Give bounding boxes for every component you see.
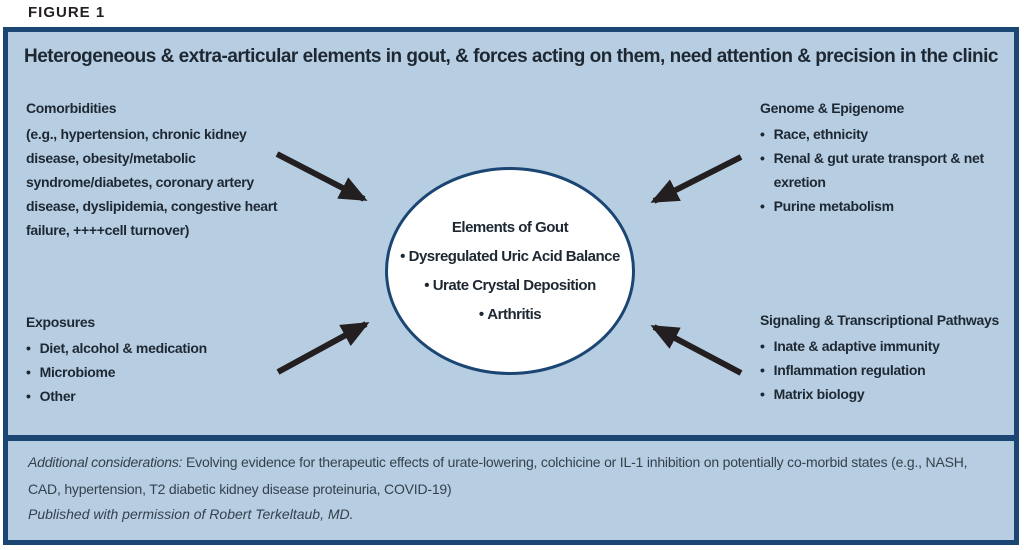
list-item: • Renal & gut urate transport & net exre… <box>760 146 1012 194</box>
list-item: • Inate & adaptive immunity <box>760 334 1014 358</box>
comorbidities-block: Comorbidities (e.g., hypertension, chron… <box>26 96 280 242</box>
permission-note: Published with permission of Robert Terk… <box>28 506 354 522</box>
ellipse-bullet: • Urate Crystal Deposition <box>424 271 597 300</box>
list-item: • Race, ethnicity <box>760 122 1012 146</box>
bullet-icon: • <box>424 277 430 294</box>
bullet-icon: • <box>26 340 31 356</box>
list-item: • Microbiome <box>26 360 280 384</box>
list-item: • Inflammation regulation <box>760 358 1014 382</box>
exposures-block: Exposures • Diet, alcohol & medication •… <box>26 310 280 408</box>
bullet-icon: • <box>760 126 765 142</box>
bullet-icon: • <box>26 364 31 380</box>
bullet-icon: • <box>400 248 405 265</box>
bullet-icon: • <box>760 150 765 166</box>
bullet-icon: • <box>26 388 31 404</box>
signaling-bullet-text: Inflammation regulation <box>773 362 926 378</box>
signaling-heading: Signaling & Transcriptional Pathways <box>760 312 999 328</box>
ellipse-bullet-text: Arthritis <box>487 306 542 323</box>
exposures-bullet-text: Microbiome <box>39 364 116 380</box>
list-item: • Diet, alcohol & medication <box>26 336 280 360</box>
bullet-icon: • <box>760 362 765 378</box>
genome-epigenome-block: Genome & Epigenome • Race, ethnicity • R… <box>760 96 1012 218</box>
signaling-pathways-block: Signaling & Transcriptional Pathways • I… <box>760 308 1014 406</box>
additional-considerations-label: Additional considerations: <box>28 454 183 470</box>
comorbidities-body: (e.g., hypertension, chronic kidney dise… <box>26 126 278 238</box>
ellipse-heading: Elements of Gout <box>451 219 569 236</box>
genome-heading: Genome & Epigenome <box>760 100 904 116</box>
bullet-icon: • <box>760 386 765 402</box>
genome-bullet-text: Purine metabolism <box>773 198 894 214</box>
signaling-bullet-text: Matrix biology <box>773 386 865 402</box>
bullet-icon: • <box>760 198 765 214</box>
list-item: • Other <box>26 384 280 408</box>
bullet-icon: • <box>760 338 765 354</box>
exposures-bullet-text: Diet, alcohol & medication <box>39 340 208 356</box>
exposures-bullet-text: Other <box>39 388 76 404</box>
comorbidities-heading: Comorbidities <box>26 100 117 116</box>
genome-bullet-text: Race, ethnicity <box>773 126 869 142</box>
list-item: • Matrix biology <box>760 382 1014 406</box>
signaling-bullet-text: Inate & adaptive immunity <box>773 338 940 354</box>
bullet-icon: • <box>478 306 484 323</box>
ellipse-bullet: • Dysregulated Uric Acid Balance <box>400 242 620 271</box>
additional-considerations-text: Evolving evidence for therapeutic effect… <box>28 454 968 497</box>
figure-label: FIGURE 1 <box>28 4 106 21</box>
list-item: • Purine metabolism <box>760 194 1012 218</box>
elements-of-gout-ellipse: Elements of Gout • Dysregulated Uric Aci… <box>385 167 635 375</box>
ellipse-bullet-text: Dysregulated Uric Acid Balance <box>408 248 621 265</box>
additional-considerations: Additional considerations: Evolving evid… <box>28 449 996 503</box>
footer-separator <box>8 435 1016 441</box>
figure-title: Heterogeneous & extra-articular elements… <box>24 46 998 67</box>
exposures-heading: Exposures <box>26 314 95 330</box>
ellipse-bullet-text: Urate Crystal Deposition <box>432 277 597 294</box>
genome-bullet-text: Renal & gut urate transport & net exreti… <box>773 150 985 190</box>
ellipse-bullet: • Arthritis <box>478 300 542 329</box>
